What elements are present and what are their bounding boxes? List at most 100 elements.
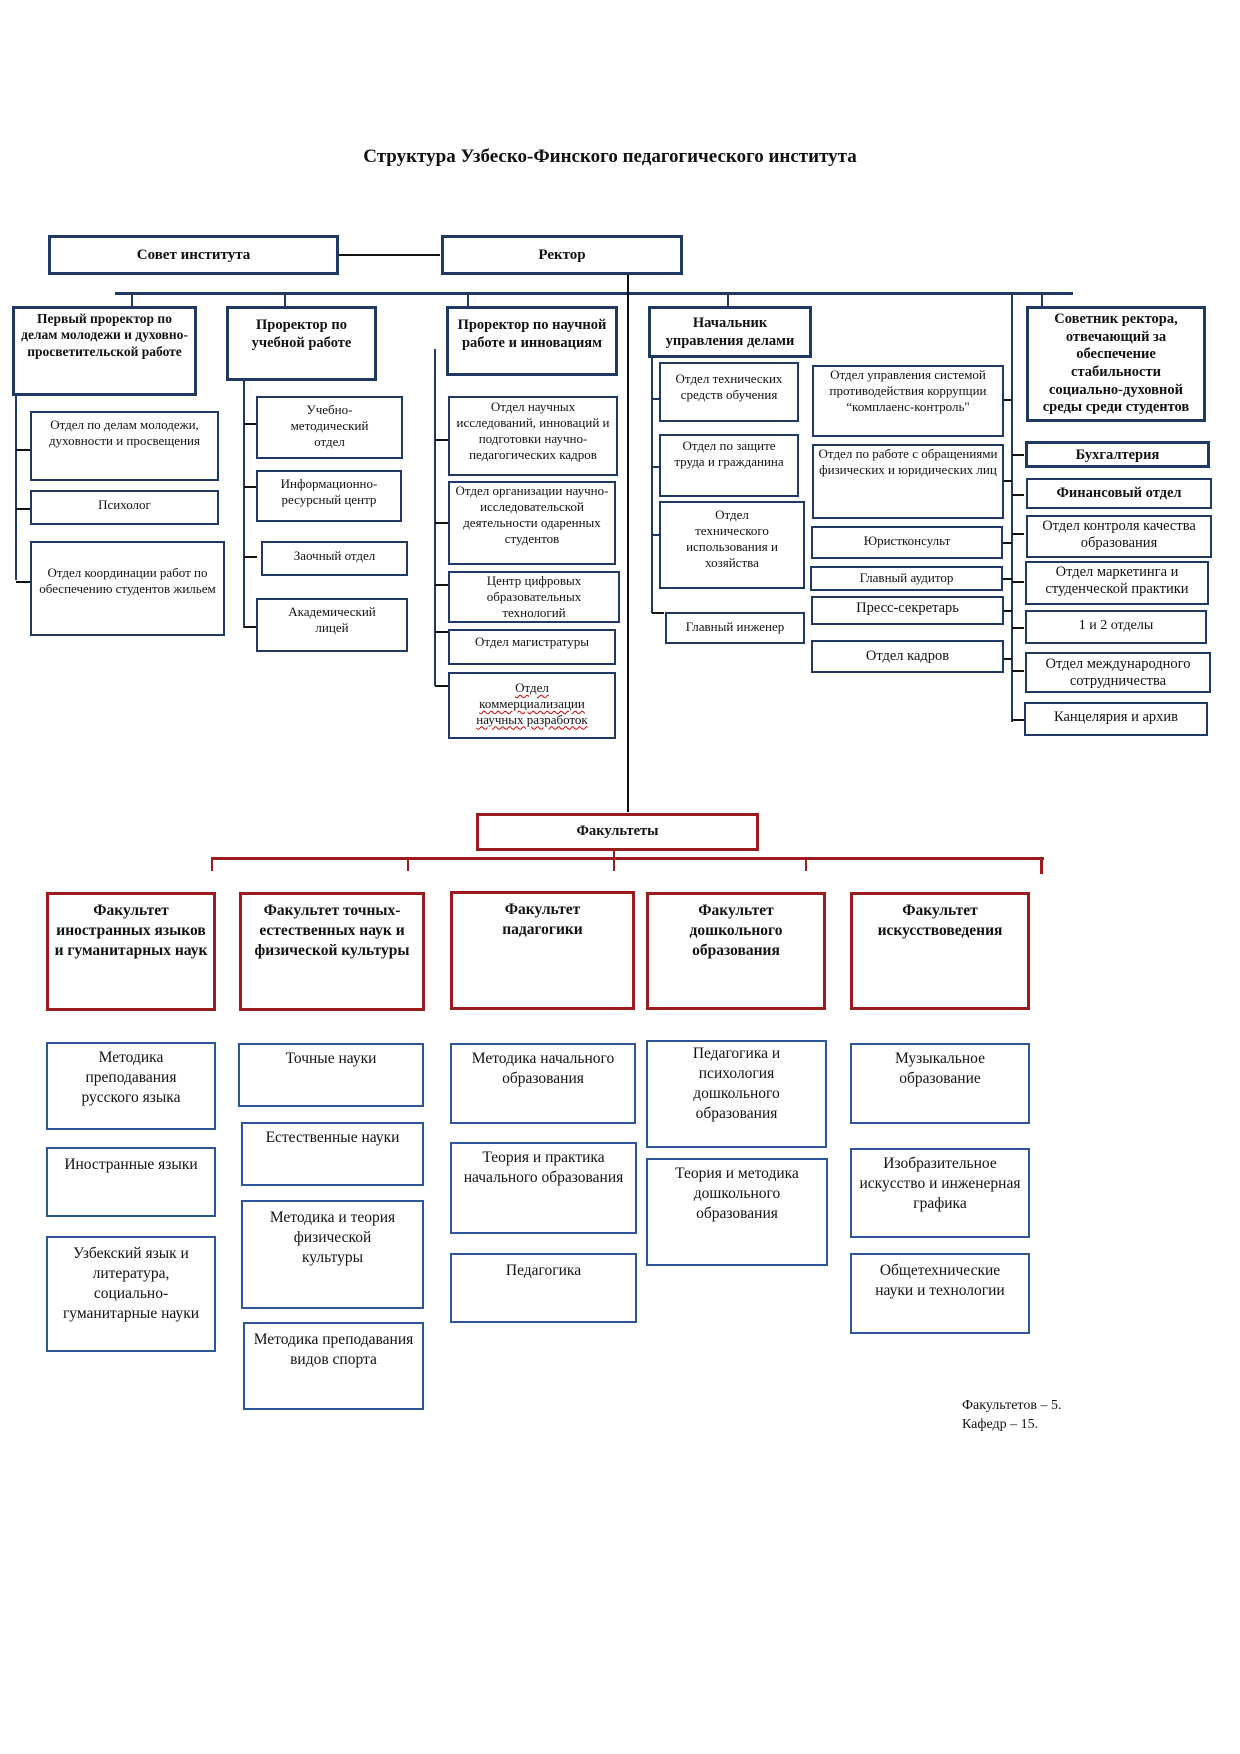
connector <box>1002 399 1012 401</box>
department-label: Теория и методика дошкольного образовани… <box>675 1165 799 1223</box>
unit-label: Отдел кадров <box>865 648 950 664</box>
unit-box[interactable]: Академический лицей <box>256 598 408 652</box>
faculty-box[interactable]: Факультет дошкольного образования <box>646 892 826 1010</box>
unit-box[interactable]: Отдел технического использования и хозяй… <box>659 501 805 589</box>
unit-box[interactable]: Отдел по защите труда и гражданина <box>659 434 799 497</box>
department-box[interactable]: Педагогика <box>450 1253 637 1323</box>
unit-label: Отдел по делам молодежи, духовности и пр… <box>49 417 200 448</box>
department-box[interactable]: Методика преподавания русского языка <box>46 1042 216 1130</box>
department-box[interactable]: Методика преподавания видов спорта <box>243 1322 424 1410</box>
unit-label: Отдел коммерциализации научных разработо… <box>476 680 588 727</box>
unit-box[interactable]: Отдел маркетинга и студенческой практики <box>1025 561 1209 605</box>
department-box[interactable]: Точные науки <box>238 1043 424 1107</box>
department-box[interactable]: Методика начального образования <box>450 1043 636 1124</box>
department-box[interactable]: Теория и практика начального образования <box>450 1142 637 1234</box>
unit-label: Психолог <box>98 497 151 512</box>
unit-label: Академический лицей <box>288 604 376 635</box>
unit-box[interactable]: 1 и 2 отделы <box>1025 610 1207 644</box>
unit-box[interactable]: Отдел по работе с обращениями физических… <box>812 444 1004 519</box>
connector <box>1012 670 1024 672</box>
department-box[interactable]: Иностранные языки <box>46 1147 216 1217</box>
connector <box>211 857 213 871</box>
unit-box[interactable]: Отдел коммерциализации научных разработо… <box>448 672 616 739</box>
council-box[interactable]: Совет института <box>48 235 339 275</box>
unit-label: Финансовый отдел <box>1056 485 1182 501</box>
department-box[interactable]: Общетехнические науки и технологии <box>850 1253 1030 1334</box>
unit-box[interactable]: Отдел технических средств обучения <box>659 362 799 422</box>
unit-box[interactable]: Отдел координации работ по обеспечению с… <box>30 541 225 636</box>
department-label: Музыкальное образование <box>895 1050 985 1088</box>
connector <box>1002 542 1012 544</box>
unit-box[interactable]: Центр цифровых образовательных технологи… <box>448 571 620 623</box>
summary-note: Факультетов – 5. Кафедр – 15. <box>962 1397 1061 1435</box>
department-box[interactable]: Изобразительное искусство и инженерная г… <box>850 1148 1030 1238</box>
connector <box>338 254 440 256</box>
unit-label: 1 и 2 отделы <box>1078 618 1154 633</box>
faculties-count: Факультетов – 5. <box>962 1398 1062 1413</box>
head-of-affairs[interactable]: Начальник управления делами <box>648 306 812 358</box>
vice-rector-label: Начальник управления делами <box>665 315 795 349</box>
unit-box[interactable]: Психолог <box>30 490 219 525</box>
unit-box[interactable]: Финансовый отдел <box>1026 478 1212 509</box>
connector <box>1012 719 1024 721</box>
vice-rector-youth[interactable]: Первый проректор по делам молодежи и дух… <box>12 306 197 396</box>
department-box[interactable]: Методика и теория физической культуры <box>241 1200 424 1309</box>
vice-rector-research[interactable]: Проректор по научной работе и инновациям <box>446 306 618 376</box>
unit-box[interactable]: Канцелярия и архив <box>1024 702 1208 736</box>
connector <box>727 292 729 309</box>
connector <box>115 292 1073 295</box>
connector <box>1002 610 1012 612</box>
department-box[interactable]: Теория и методика дошкольного образовани… <box>646 1158 828 1266</box>
department-label: Иностранные языки <box>64 1156 198 1173</box>
rector-advisor[interactable]: Советник ректора, отвечающий за обеспече… <box>1026 306 1206 422</box>
department-label: Методика начального образования <box>471 1050 615 1088</box>
unit-box[interactable]: Пресс-секретарь <box>811 596 1004 625</box>
department-box[interactable]: Музыкальное образование <box>850 1043 1030 1124</box>
unit-box[interactable]: Отдел управления системой противодействи… <box>812 365 1004 437</box>
vice-rector-label: Проректор по научной работе и инновациям <box>457 317 607 351</box>
connector <box>652 398 659 400</box>
faculty-box[interactable]: Факультет точных-естественных наук и физ… <box>239 892 425 1011</box>
connector <box>1012 627 1024 629</box>
vice-rector-academic[interactable]: Проректор по учебной работе <box>226 306 377 381</box>
unit-box[interactable]: Заочный отдел <box>261 541 408 576</box>
unit-label: Отдел технических средств обучения <box>675 371 783 402</box>
rector-box[interactable]: Ректор <box>441 235 683 275</box>
unit-label: Учебно-методический отдел <box>290 402 369 449</box>
council-label: Совет института <box>136 246 251 263</box>
department-box[interactable]: Естественные науки <box>241 1122 424 1186</box>
connector <box>1002 578 1012 580</box>
unit-box[interactable]: Отдел по делам молодежи, духовности и пр… <box>30 411 219 481</box>
faculty-box[interactable]: Факультет иностранных языков и гуманитар… <box>46 892 216 1011</box>
department-box[interactable]: Педагогика и психология дошкольного обра… <box>646 1040 827 1148</box>
unit-label: Отдел международного сотрудничества <box>1045 656 1191 689</box>
unit-label: Отдел контроля качества образования <box>1042 518 1196 551</box>
connector <box>244 486 257 488</box>
unit-box[interactable]: Юристконсульт <box>811 526 1003 559</box>
unit-box[interactable]: Отдел международного сотрудничества <box>1025 652 1211 693</box>
connector <box>467 292 469 309</box>
connector <box>435 522 449 524</box>
unit-box[interactable]: Информационно-ресурсный центр <box>256 470 402 522</box>
connector <box>805 857 807 871</box>
unit-box[interactable]: Главный инженер <box>665 612 805 644</box>
unit-box[interactable]: Отдел контроля качества образования <box>1026 515 1212 558</box>
unit-label: Канцелярия и архив <box>1053 709 1178 725</box>
connector <box>407 857 409 871</box>
faculty-box[interactable]: Факультет падагогики <box>450 891 635 1010</box>
connector <box>244 556 257 558</box>
unit-box[interactable]: Отдел кадров <box>811 640 1004 673</box>
connector <box>243 380 245 628</box>
unit-box[interactable]: Отдел магистратуры <box>448 629 616 665</box>
unit-box[interactable]: Главный аудитор <box>810 566 1003 591</box>
faculties-header-box[interactable]: Факультеты <box>476 813 759 851</box>
unit-box[interactable]: Отдел организации научно-исследовательск… <box>448 481 616 565</box>
faculty-label: Факультет искусствоведения <box>877 902 1003 940</box>
faculty-box[interactable]: Факультет искусствоведения <box>850 892 1030 1010</box>
unit-box[interactable]: Учебно-методический отдел <box>256 396 403 459</box>
connector <box>652 466 659 468</box>
faculty-label: Факультет падагогики <box>502 901 583 939</box>
unit-box[interactable]: Отдел научных исследований, инноваций и … <box>448 396 618 476</box>
department-box[interactable]: Узбекский язык и литература, социально-г… <box>46 1236 216 1352</box>
unit-box[interactable]: Бухгалтерия <box>1025 441 1210 468</box>
